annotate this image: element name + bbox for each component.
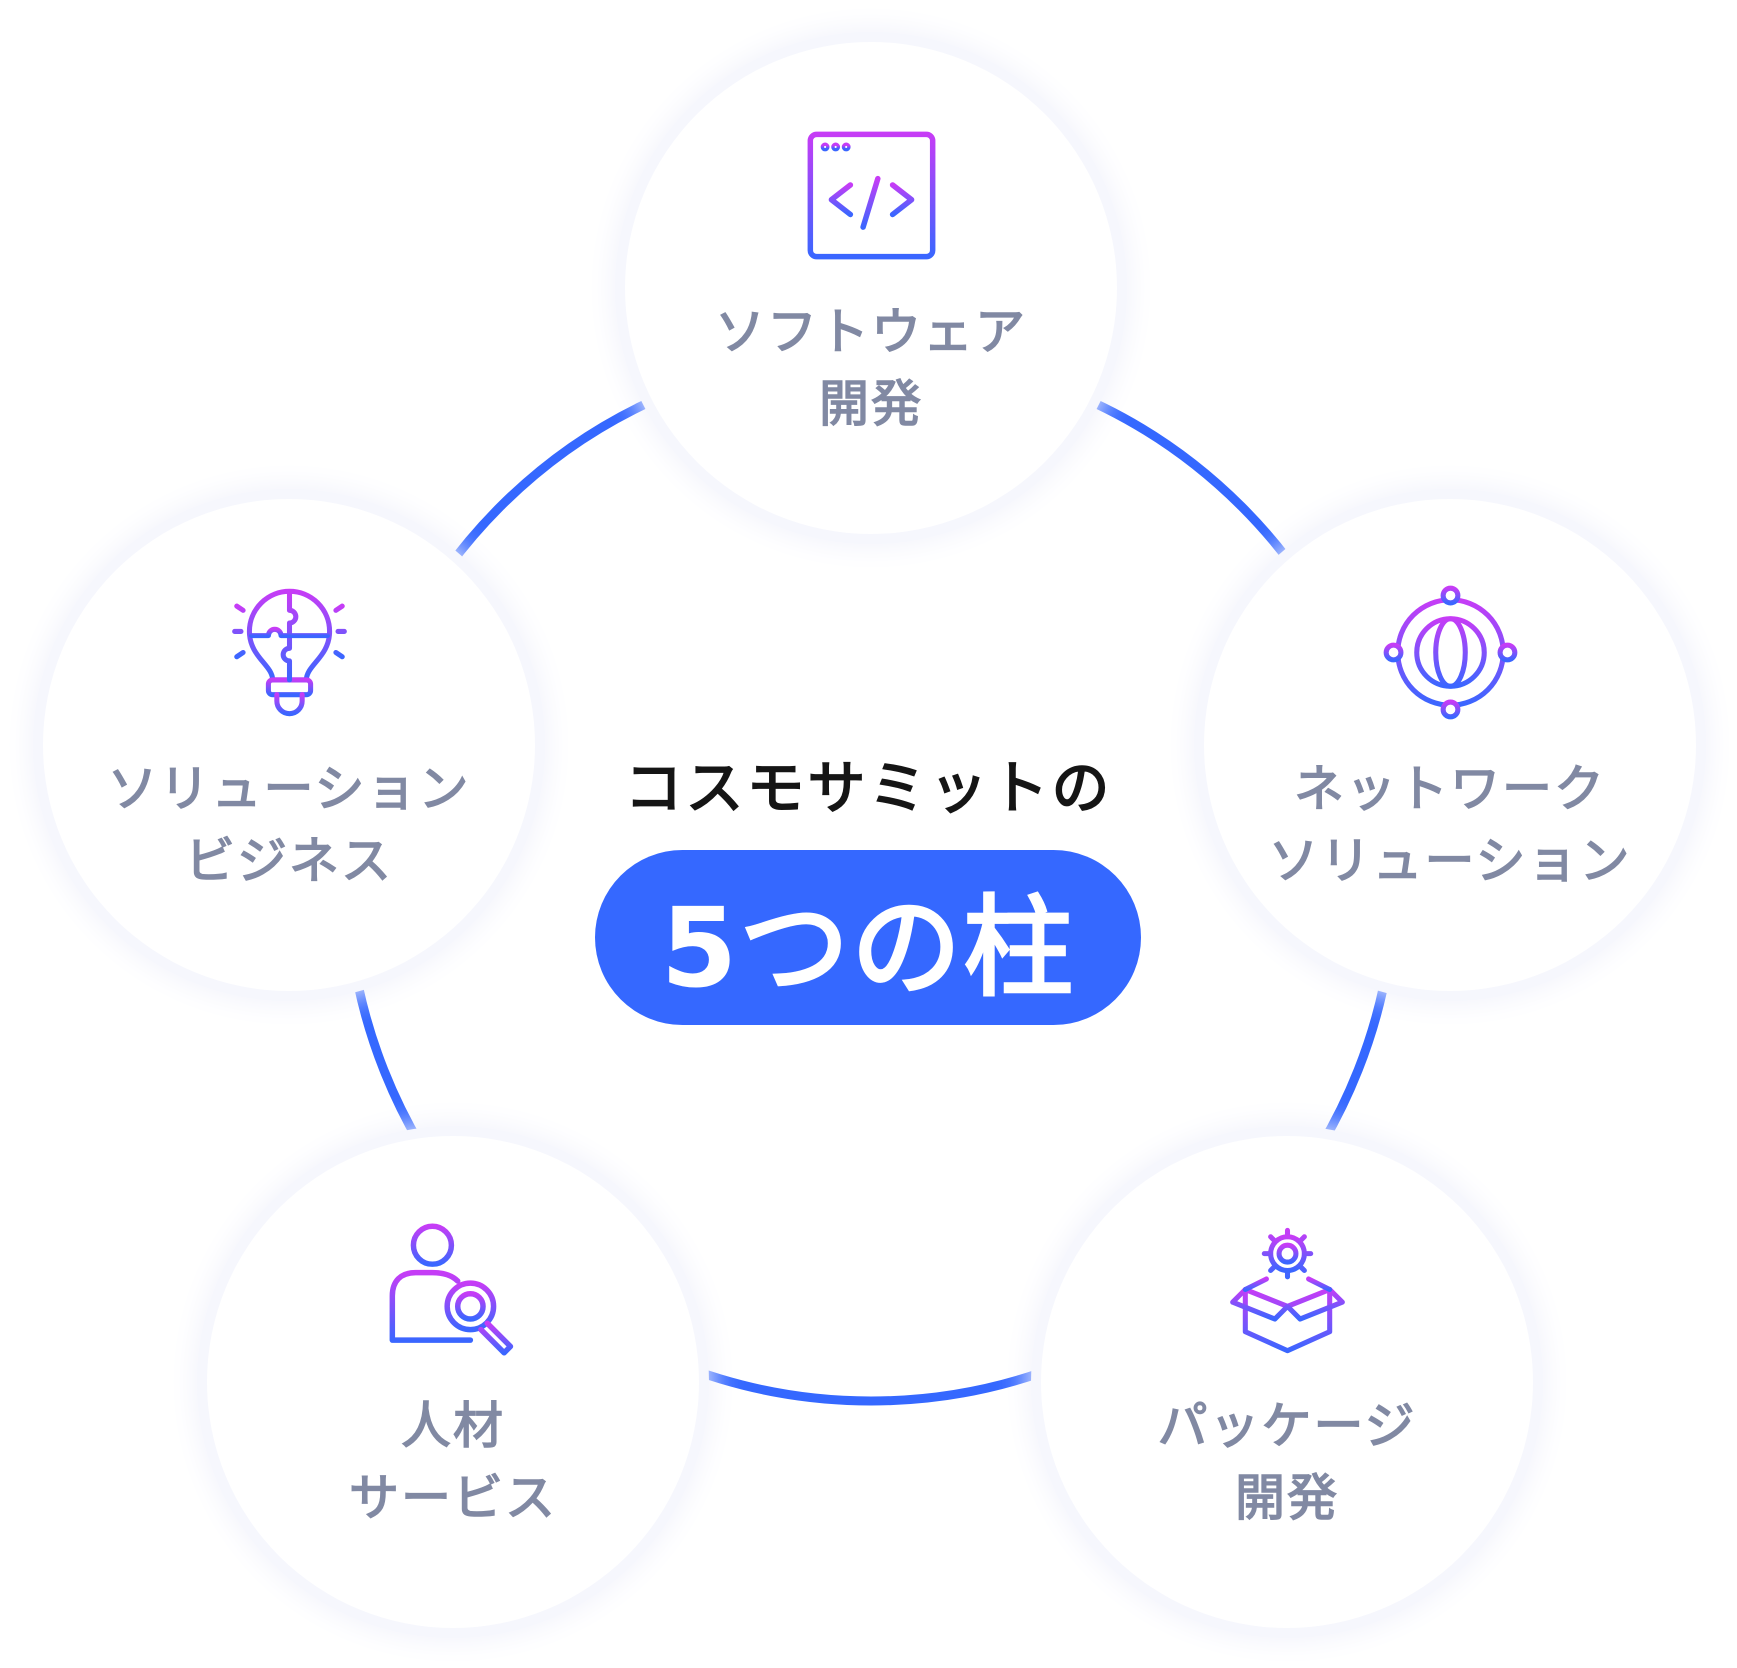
center-title: コスモサミットの [624, 754, 1113, 822]
globe-network-icon [1383, 585, 1517, 720]
pillar-solution-business: ソリューションビジネス [43, 499, 535, 991]
person-search-icon [389, 1223, 513, 1356]
pillar-label-line2: 開発 [1235, 1469, 1339, 1527]
pillar-label-line2: 開発 [819, 375, 923, 433]
pillar-label-line1: ソリューション [107, 760, 471, 818]
pillar-label-line2: サービス [349, 1469, 557, 1527]
lightbulb-puzzle-icon [231, 588, 347, 717]
center-badge: 5つの柱 [595, 850, 1141, 1025]
pillar-package-development: パッケージ開発 [1041, 1136, 1533, 1628]
pillar-network-solution: ネットワークソリューション [1204, 499, 1696, 991]
center-badge-text: 5つの柱 [660, 883, 1076, 1012]
pillar-label-line1: ネットワーク [1294, 760, 1606, 818]
package-gear-icon [1229, 1227, 1345, 1354]
pillar-label-line1: ソフトウェア [715, 303, 1027, 361]
pillar-software-development: ソフトウェア開発 [625, 42, 1117, 534]
pillar-label-line2: ソリューション [1268, 832, 1632, 890]
code-window-icon [807, 131, 935, 260]
pillar-label-line2: ビジネス [185, 832, 393, 890]
pillar-label-line1: パッケージ [1157, 1397, 1417, 1455]
pillar-human-resources-service: 人材サービス [207, 1136, 699, 1628]
pillar-label-line1: 人材 [401, 1397, 505, 1455]
